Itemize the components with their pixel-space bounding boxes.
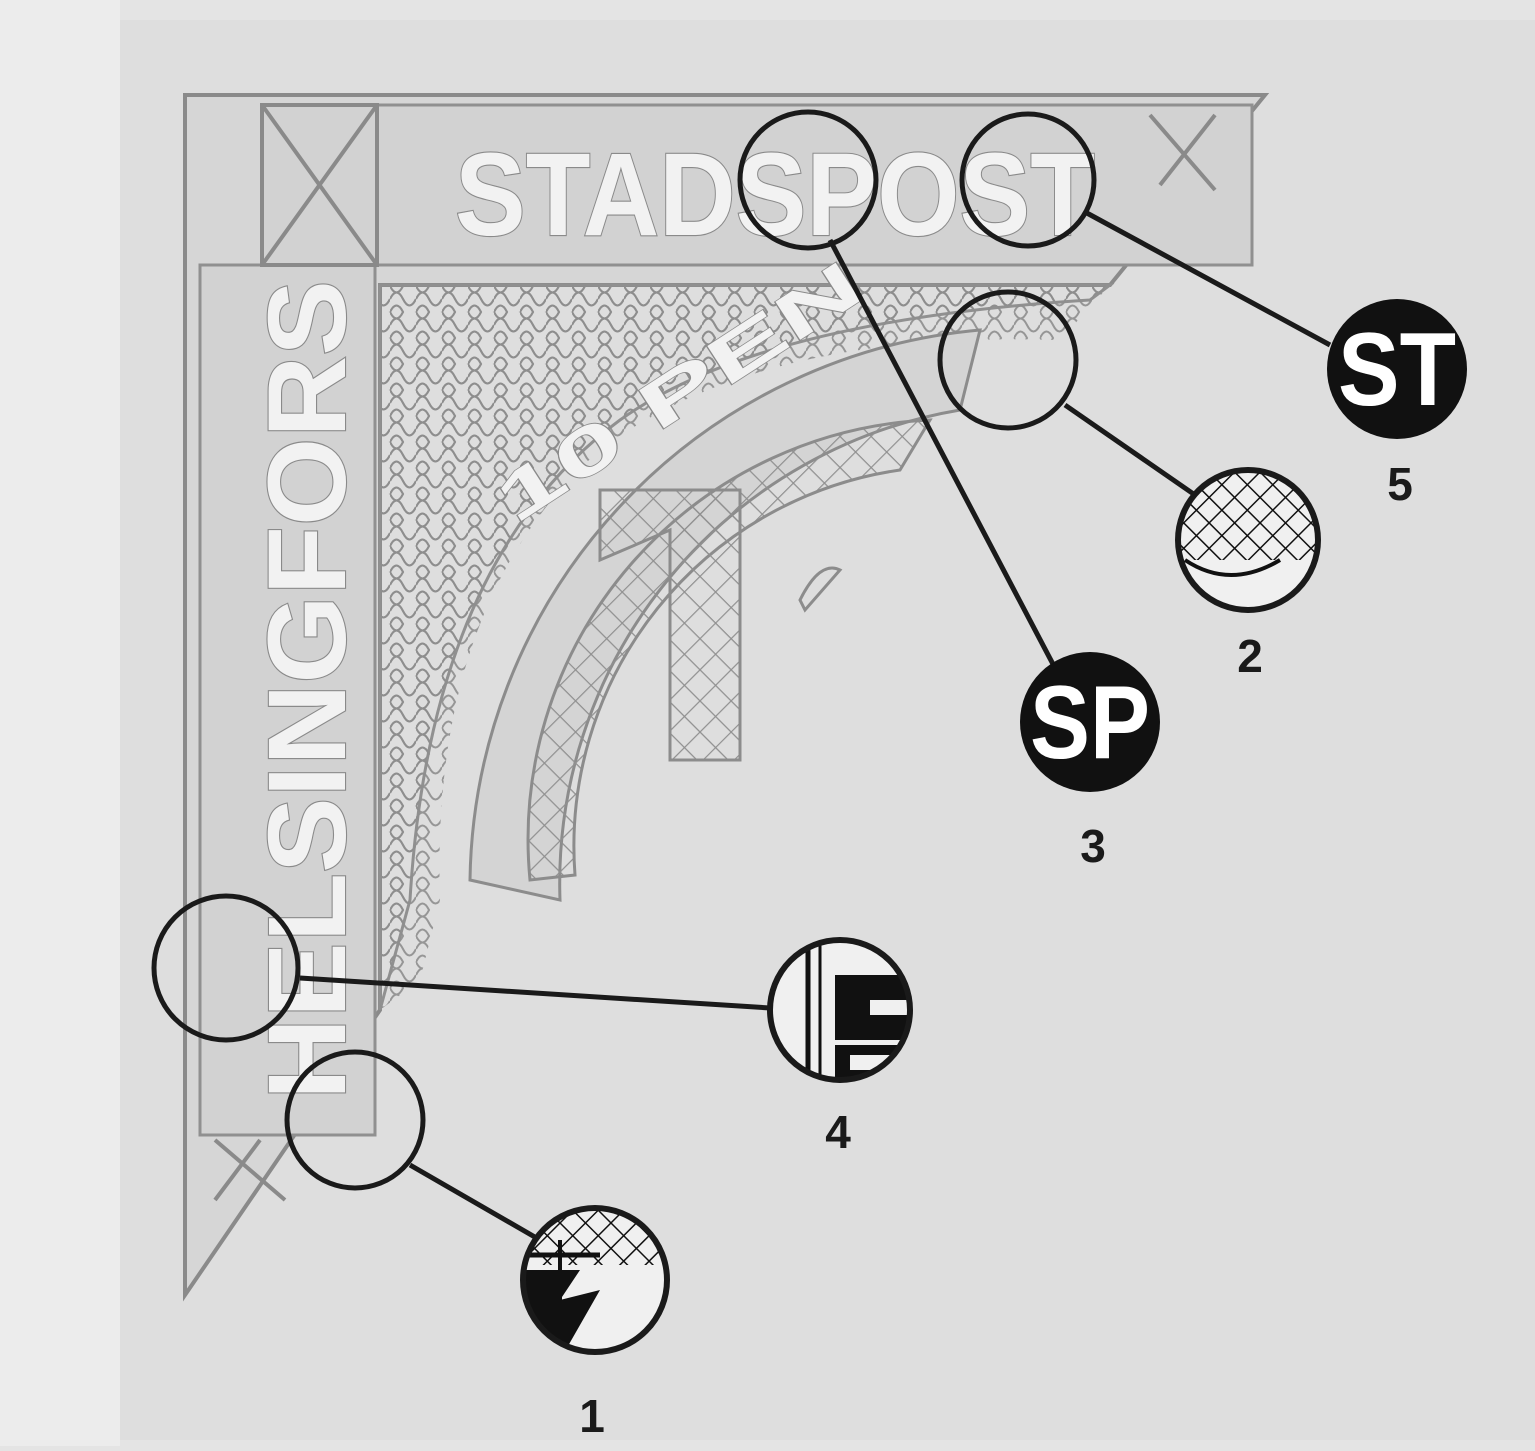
detail-circle-4 [767, 937, 913, 1083]
callout-label-4: 4 [825, 1106, 851, 1158]
callout-label-1: 1 [579, 1390, 605, 1442]
detail-circle-5: ST [1327, 299, 1467, 439]
source-circle-2 [937, 289, 1079, 431]
source-circle-4 [151, 893, 301, 1043]
source-circle-3 [737, 109, 879, 251]
stamp-drawing: STADSPOST HELSINGFORS 10 PEN [183, 93, 1270, 1302]
corner-ornament [260, 103, 379, 267]
leader-line-3 [827, 238, 1058, 670]
detail-circle-1 [520, 1205, 670, 1355]
network-ornament-inner [380, 285, 1110, 1010]
detail-3-text: SP [1030, 665, 1150, 781]
leader-line-2 [1063, 402, 1197, 498]
leader-line-4 [299, 975, 771, 1011]
callout-label-3: 3 [1080, 820, 1106, 872]
leader-line-1 [408, 1162, 542, 1243]
callout-label-2: 2 [1237, 630, 1263, 682]
source-circle-5 [959, 111, 1097, 249]
page-margin [0, 0, 120, 1446]
detail-circle-2 [1175, 467, 1321, 613]
right-ornament [1148, 113, 1217, 192]
source-circle-1 [284, 1049, 426, 1191]
leader-line-5 [1083, 209, 1332, 348]
quote-mark [798, 566, 843, 613]
detail-circle-3: SP [1020, 652, 1160, 792]
callout-label-5: 5 [1387, 458, 1413, 510]
bottom-ornament [213, 1138, 287, 1202]
numeral-one [598, 488, 742, 762]
detail-5-text: ST [1338, 312, 1456, 428]
source-circles [151, 109, 1097, 1191]
leader-lines [299, 209, 1332, 1243]
stamp-left-text: HELSINGFORS [246, 280, 369, 1100]
left-band [198, 263, 377, 1137]
